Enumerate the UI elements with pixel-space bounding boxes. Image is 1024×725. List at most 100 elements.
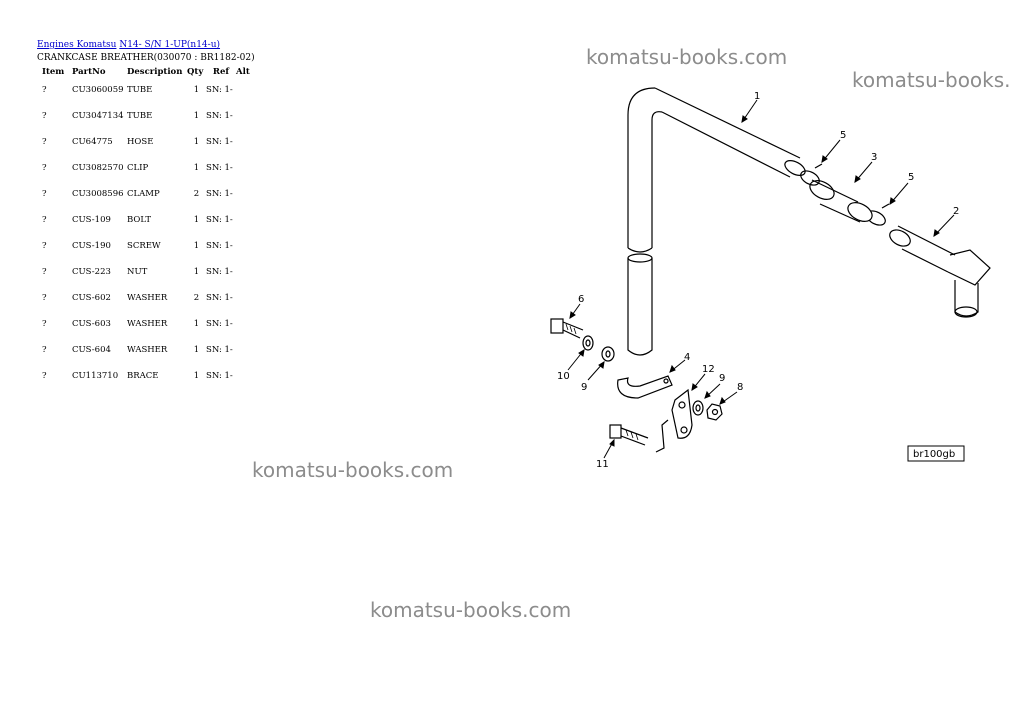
watermark: komatsu-books.com <box>252 458 454 482</box>
cell-item: ? <box>42 163 47 173</box>
breadcrumb: Engines Komatsu N14- S/N 1-UP(n14-u) <box>37 40 220 50</box>
tube-upper <box>627 87 806 253</box>
cell-partno: CU3060059 <box>72 85 124 95</box>
cell-partno: CU3047134 <box>72 111 124 121</box>
hose-shape <box>809 179 873 223</box>
cell-qty: 1 <box>193 85 200 95</box>
page-subtitle: CRANKCASE BREATHER(030070 : BR1182-02) <box>37 53 255 63</box>
callout-2: 2 <box>953 206 959 217</box>
cell-ref: SN: 1- <box>206 215 233 225</box>
header-ref: Ref <box>212 67 230 77</box>
cell-description: NUT <box>127 267 148 277</box>
header-partno: PartNo <box>72 67 106 77</box>
cell-description: BOLT <box>127 215 151 225</box>
callout-12: 12 <box>702 364 715 375</box>
cell-alt <box>236 137 256 163</box>
cell-description: CLAMP <box>127 189 160 199</box>
cell-alt <box>236 345 256 371</box>
cell-item: ? <box>42 241 47 251</box>
cell-ref: SN: 1- <box>206 293 233 303</box>
watermark: komatsu-books. <box>852 68 1011 92</box>
header-item: Item <box>42 67 65 77</box>
cell-qty: 2 <box>193 293 200 303</box>
cell-partno: CUS-223 <box>72 267 111 277</box>
cell-item: ? <box>42 111 47 121</box>
cell-alt <box>236 319 256 345</box>
leader-lines <box>567 99 955 459</box>
nut-shape <box>706 403 723 421</box>
tube-lower <box>627 253 653 356</box>
cell-alt <box>236 111 256 137</box>
cell-ref: SN: 1- <box>206 371 233 381</box>
watermark: komatsu-books.com <box>586 45 788 69</box>
cell-partno: CU113710 <box>72 371 119 381</box>
cell-ref: SN: 1- <box>206 111 233 121</box>
cell-alt <box>236 189 256 215</box>
cell-partno: CUS-604 <box>72 345 111 355</box>
cell-partno: CU64775 <box>72 137 113 147</box>
callout-6: 6 <box>578 294 584 305</box>
cell-description: HOSE <box>127 137 154 147</box>
table-header-row: Item PartNo Description Qty Ref Alt <box>37 66 256 85</box>
cell-item: ? <box>42 267 47 277</box>
header-alt: Alt <box>236 67 250 77</box>
clamp-shape <box>617 375 673 399</box>
cell-qty: 1 <box>193 267 200 277</box>
watermark: komatsu-books.com <box>370 598 572 622</box>
cell-item: ? <box>42 85 47 95</box>
cell-alt <box>236 85 256 111</box>
breadcrumb-link-model[interactable]: N14- S/N 1-UP(n14-u) <box>119 40 221 50</box>
cell-qty: 1 <box>193 137 200 147</box>
cell-qty: 2 <box>193 189 200 199</box>
cell-qty: 1 <box>193 371 200 381</box>
breadcrumb-link-engines[interactable]: Engines Komatsu <box>37 40 117 50</box>
cell-alt <box>236 267 256 293</box>
cell-partno: CUS-603 <box>72 319 111 329</box>
callout-10: 10 <box>557 371 570 382</box>
cell-description: WASHER <box>127 345 168 355</box>
cell-description: WASHER <box>127 319 168 329</box>
callout-3: 3 <box>871 152 877 163</box>
elbow-tube-shape <box>889 225 991 318</box>
bolt-shape <box>550 318 584 339</box>
header-description: Description <box>127 67 183 77</box>
callout-5: 5 <box>840 130 846 141</box>
cell-description: BRACE <box>127 371 159 381</box>
brace-shape <box>655 388 693 453</box>
cell-description: TUBE <box>127 85 153 95</box>
cell-qty: 1 <box>193 163 200 173</box>
cell-ref: SN: 1- <box>206 137 233 147</box>
cell-alt <box>236 215 256 241</box>
cell-alt <box>236 293 256 319</box>
cell-ref: SN: 1- <box>206 163 233 173</box>
cell-qty: 1 <box>193 111 200 121</box>
callout-9: 9 <box>581 382 587 393</box>
screw-shape <box>609 424 649 446</box>
parts-table: Item PartNo Description Qty Ref Alt ? CU3… <box>37 66 256 385</box>
washer-shape <box>601 346 615 362</box>
cell-partno: CU3008596 <box>72 189 124 199</box>
cell-description: WASHER <box>127 293 168 303</box>
cell-qty: 1 <box>193 215 200 225</box>
washer-shape <box>582 335 594 351</box>
callout-8: 8 <box>737 382 743 393</box>
cell-partno: CUS-109 <box>72 215 111 225</box>
figure-code: br100gb <box>913 449 955 460</box>
cell-ref: SN: 1- <box>206 189 233 199</box>
parts-diagram: 1 2 3 4 5 5 6 8 9 9 10 11 12 br100gb <box>550 87 991 470</box>
cell-qty: 1 <box>193 345 200 355</box>
cell-ref: SN: 1- <box>206 85 233 95</box>
cell-alt <box>236 163 256 189</box>
cell-partno: CUS-190 <box>72 241 111 251</box>
washer-shape <box>692 400 704 416</box>
cell-description: CLIP <box>127 163 149 173</box>
cell-alt <box>236 371 256 385</box>
cell-description: TUBE <box>127 111 153 121</box>
